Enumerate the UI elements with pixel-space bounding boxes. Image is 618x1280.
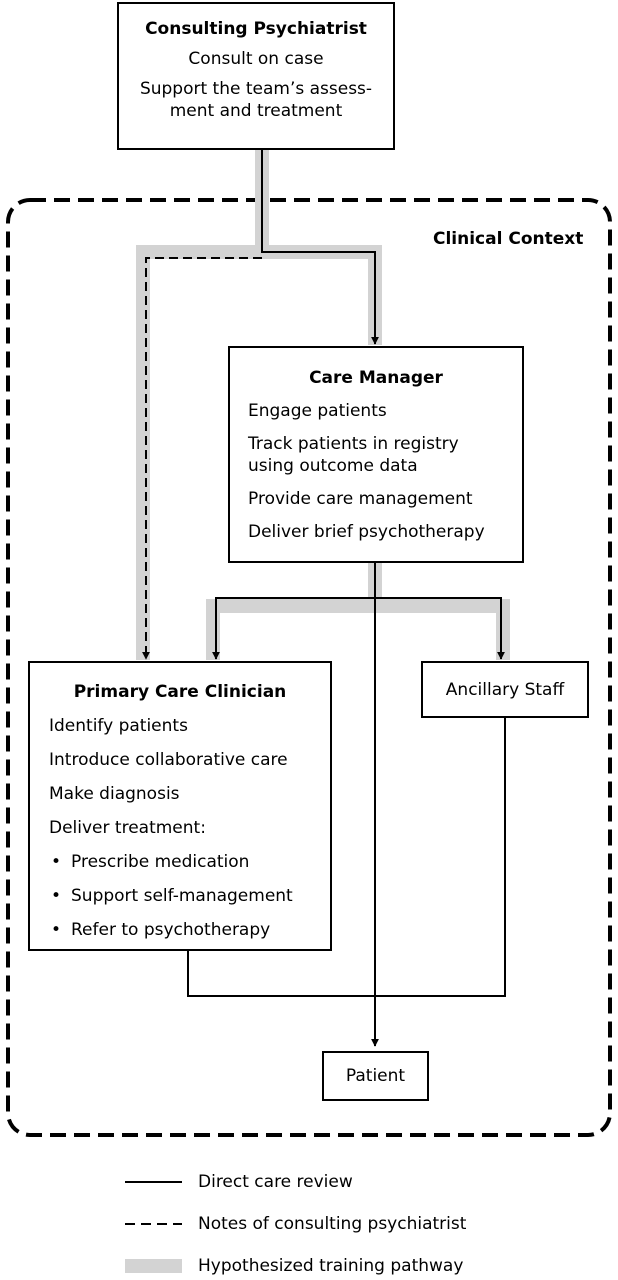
- primary-care-clinician-line: Make diagnosis: [49, 784, 180, 804]
- legend-psychiatrist-notes: Notes of consulting psychiatrist: [198, 1214, 467, 1234]
- care-manager-line: Deliver brief psychotherapy: [248, 522, 485, 542]
- primary-care-clinician-line: Introduce collaborative care: [49, 750, 288, 770]
- clinical-context-border: [6, 198, 612, 1137]
- legend-training-pathway: Hypothesized training pathway: [198, 1256, 464, 1276]
- treatment-bullet: Refer to psychotherapy: [49, 919, 330, 941]
- consulting-psychiatrist-line: Consult on case: [188, 49, 324, 69]
- primary-care-clinician-line: Deliver treatment:: [49, 818, 206, 838]
- patient-box: Patient: [322, 1051, 429, 1101]
- care-manager-line: Track patients in registry using outcome…: [248, 434, 459, 476]
- ancillary-staff-label: Ancillary Staff: [445, 679, 565, 700]
- primary-care-clinician-line: Identify patients: [49, 716, 188, 736]
- primary-care-clinician-title: Primary Care Clinician: [73, 682, 287, 702]
- consulting-psychiatrist-line: Support the team’s assess- ment and trea…: [139, 79, 373, 121]
- legend-direct-care-review: Direct care review: [198, 1172, 353, 1192]
- care-manager-line: Provide care management: [248, 489, 473, 509]
- psychiatrist-notes-line: [142, 257, 262, 660]
- consulting-psychiatrist-box: Consulting Psychiatrist Consult on case …: [117, 2, 395, 150]
- care-manager-title: Care Manager: [309, 368, 443, 388]
- care-manager-box: Care Manager Engage patients Track patie…: [228, 346, 524, 563]
- consulting-psychiatrist-title: Consulting Psychiatrist: [145, 19, 367, 39]
- patient-label: Patient: [345, 1066, 406, 1086]
- primary-care-clinician-box: Primary Care Clinician Identify patients…: [28, 661, 332, 951]
- treatment-bullet: Prescribe medication: [49, 851, 330, 873]
- ancillary-staff-box: Ancillary Staff: [421, 661, 589, 718]
- treatment-bullet: Support self-management: [49, 885, 330, 907]
- direct-care-review-lines: [187, 150, 506, 1047]
- treatment-bullet-list: Prescribe medication Support self-manage…: [49, 851, 330, 941]
- clinical-context-label: Clinical Context: [433, 229, 584, 249]
- care-manager-line: Engage patients: [248, 401, 387, 421]
